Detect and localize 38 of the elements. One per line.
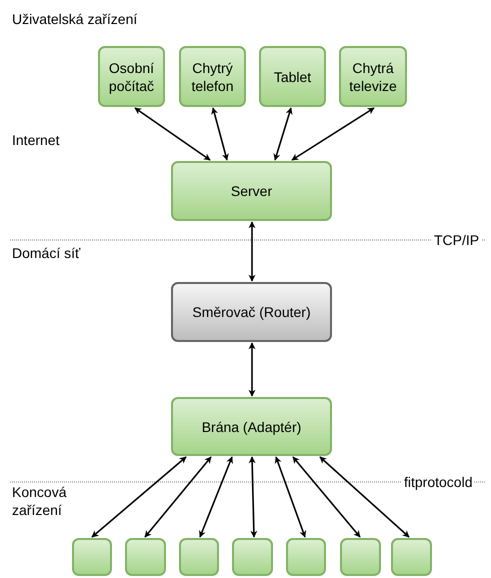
device-box (179, 538, 219, 576)
device-box (72, 538, 112, 576)
node-label: Brána (Adaptér) (200, 418, 302, 436)
arrow (319, 456, 410, 538)
arrow (274, 456, 306, 538)
section-label: Uživatelská zařízení (12, 10, 138, 28)
arrow (144, 456, 212, 538)
router-box (171, 282, 332, 342)
node-label: Směrovač (Router) (191, 303, 312, 321)
arrow (248, 342, 256, 397)
arrow (134, 107, 211, 161)
node-box (171, 397, 332, 456)
device-box (391, 538, 432, 576)
arrow (291, 107, 375, 161)
node-label: Tablet (272, 68, 312, 86)
section-label: Domácí síť (12, 244, 80, 262)
node-box (339, 46, 407, 107)
arrow (292, 456, 361, 538)
device-box (232, 538, 273, 576)
node-box (98, 46, 165, 107)
node-label: Osobní počítač (108, 58, 156, 94)
arrow (248, 221, 256, 282)
node-box (179, 46, 246, 107)
arrow (248, 456, 258, 538)
section-label: Internet (12, 131, 60, 149)
section-label: Koncová zařízení (12, 483, 68, 519)
node-box (259, 46, 326, 107)
arrow (274, 107, 292, 161)
node-label: Chytrý telefon (190, 58, 235, 94)
arrow (211, 107, 229, 161)
arrow (91, 456, 187, 538)
node-box (171, 161, 332, 221)
device-box (340, 538, 381, 576)
node-label: Server (230, 182, 274, 200)
node-label: Chytrá televize (348, 58, 398, 94)
arrow (199, 456, 233, 538)
device-box (125, 538, 166, 576)
device-box (286, 538, 326, 576)
